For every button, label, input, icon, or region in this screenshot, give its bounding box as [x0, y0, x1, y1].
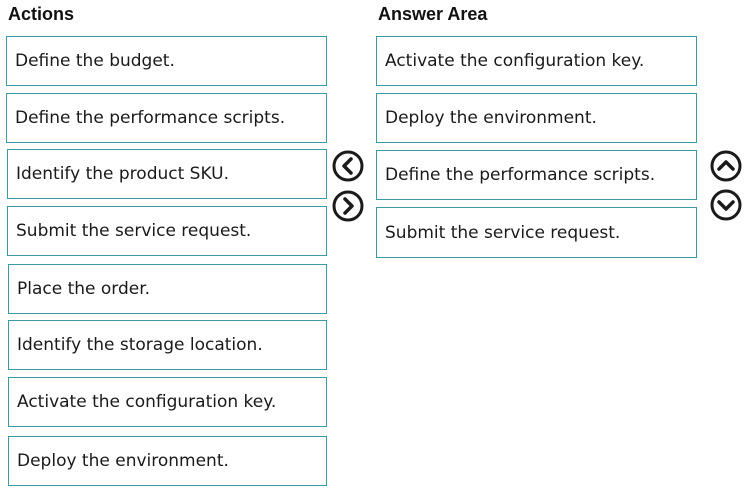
answer-item-define-performance-scripts[interactable]: Define the performance scripts. [376, 150, 697, 200]
action-item-deploy-environment[interactable]: Deploy the environment. [8, 436, 327, 486]
answer-area-heading: Answer Area [378, 4, 488, 24]
action-item-label: Identify the product SKU. [16, 164, 229, 184]
answer-item-deploy-environment[interactable]: Deploy the environment. [376, 93, 697, 143]
action-item-activate-configuration-key[interactable]: Activate the configuration key. [8, 377, 327, 427]
actions-heading: Actions [8, 4, 75, 24]
action-item-label: Define the performance scripts. [15, 108, 286, 128]
move-left-button[interactable] [332, 150, 364, 182]
move-right-button[interactable] [332, 190, 364, 222]
chevron-down-circle-icon [710, 189, 742, 221]
move-up-button[interactable] [710, 150, 742, 182]
action-item-submit-service-request[interactable]: Submit the service request. [7, 206, 327, 256]
action-item-label: Activate the configuration key. [17, 392, 277, 412]
answer-item-submit-service-request[interactable]: Submit the service request. [376, 207, 697, 258]
action-item-identify-product-sku[interactable]: Identify the product SKU. [7, 149, 327, 199]
move-down-button[interactable] [710, 189, 742, 221]
chevron-left-circle-icon [332, 150, 364, 182]
answer-item-label: Deploy the environment. [385, 108, 597, 128]
answer-item-label: Activate the configuration key. [385, 51, 645, 71]
chevron-up-circle-icon [710, 150, 742, 182]
action-item-define-performance-scripts[interactable]: Define the performance scripts. [6, 93, 327, 143]
action-item-identify-storage-location[interactable]: Identify the storage location. [8, 320, 327, 370]
answer-item-label: Define the performance scripts. [385, 165, 656, 185]
action-item-label: Submit the service request. [16, 221, 252, 241]
answer-item-activate-configuration-key[interactable]: Activate the configuration key. [376, 36, 697, 86]
action-item-place-order[interactable]: Place the order. [8, 264, 327, 314]
action-item-label: Define the budget. [15, 51, 175, 71]
action-item-label: Place the order. [17, 279, 151, 299]
action-item-label: Identify the storage location. [17, 335, 263, 355]
chevron-right-circle-icon [332, 190, 364, 222]
answer-item-label: Submit the service request. [385, 222, 621, 243]
action-item-label: Deploy the environment. [17, 451, 229, 471]
action-item-define-budget[interactable]: Define the budget. [6, 36, 327, 86]
